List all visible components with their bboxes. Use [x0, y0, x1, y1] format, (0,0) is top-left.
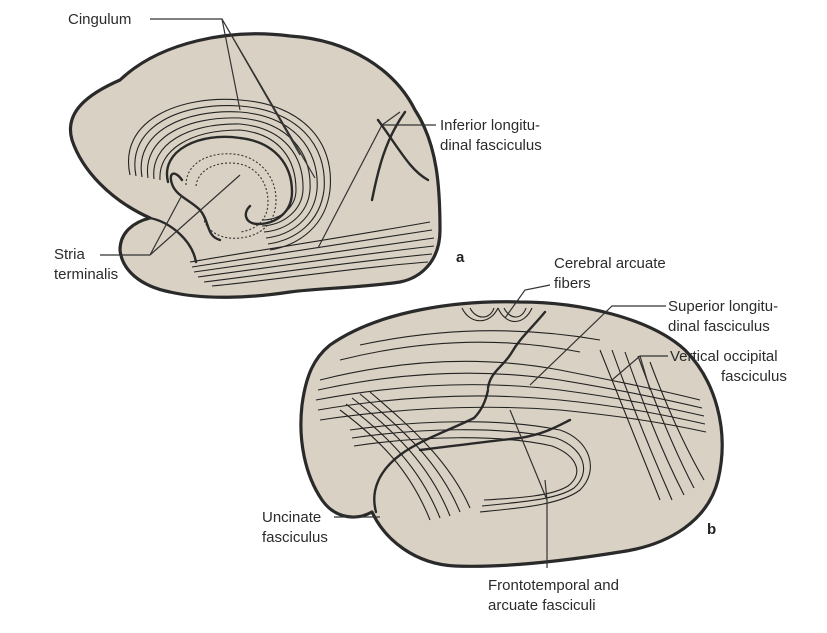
cerebral-arcuate-label-line1: Cerebral arcuate [554, 255, 666, 272]
temporal-lobe-upper-edge [418, 418, 572, 452]
calcarine-sulcus [376, 118, 430, 182]
superior-longitudinal-label-line2: dinal fasciculus [668, 318, 770, 335]
frontotemporal-leader [509, 409, 548, 568]
superior-longitudinal-leader [529, 305, 666, 386]
stria-terminalis-dotted-inner [195, 162, 269, 233]
superior-longitudinal-fibers [315, 330, 707, 433]
temporal-pole-curve [148, 216, 198, 264]
uncinate-fibers [339, 391, 471, 521]
vertical-occipital-fibers [599, 349, 705, 501]
panel-a-letter: a [456, 249, 465, 266]
stria-terminalis-leader [100, 174, 241, 256]
corpus-callosum-band [165, 135, 294, 226]
lateral-hemisphere-outline [299, 300, 724, 568]
stria-terminalis-label-line1: Stria [54, 246, 86, 263]
uncinate-label-line2: fasciculus [262, 529, 328, 546]
cingulum-label: Cingulum [68, 11, 131, 28]
panel-b: Cerebral arcuate fibers Superior longitu… [262, 255, 787, 614]
vertical-occipital-label-line2: fasciculus [721, 368, 787, 385]
panel-b-letter: b [707, 521, 716, 538]
frontotemporal-label-line1: Frontotemporal and [488, 577, 619, 594]
parieto-occipital-sulcus [370, 110, 407, 202]
cingulum-fibers [127, 98, 332, 251]
arcuate-fibers [349, 421, 591, 513]
lateral-sulcus [373, 388, 490, 514]
central-sulcus [486, 310, 547, 390]
uncinate-label-line1: Uncinate [262, 509, 321, 526]
inferior-longitudinal-fibers [189, 221, 435, 287]
cerebral-arcuate-fibers [461, 307, 533, 323]
inferior-longitudinal-leader [317, 111, 436, 249]
frontotemporal-label-line2: arcuate fasciculi [488, 597, 596, 614]
fornix-curve [169, 172, 222, 242]
stria-terminalis-label-line2: terminalis [54, 266, 118, 283]
vertical-occipital-label-line1: Vertical occipital [670, 348, 778, 365]
inferior-longitudinal-label-line1: Inferior longitu- [440, 117, 540, 134]
cerebral-arcuate-label-line2: fibers [554, 275, 591, 292]
cingulum-leader [150, 18, 316, 179]
stria-terminalis-dotted [185, 153, 277, 239]
inferior-longitudinal-label-line2: dinal fasciculus [440, 137, 542, 154]
superior-longitudinal-label-line1: Superior longitu- [668, 298, 778, 315]
panel-a: Cingulum Inferior longitu- dinal fascicu… [54, 11, 542, 299]
vertical-occipital-leader [611, 355, 668, 391]
cerebral-arcuate-leader [504, 284, 551, 319]
